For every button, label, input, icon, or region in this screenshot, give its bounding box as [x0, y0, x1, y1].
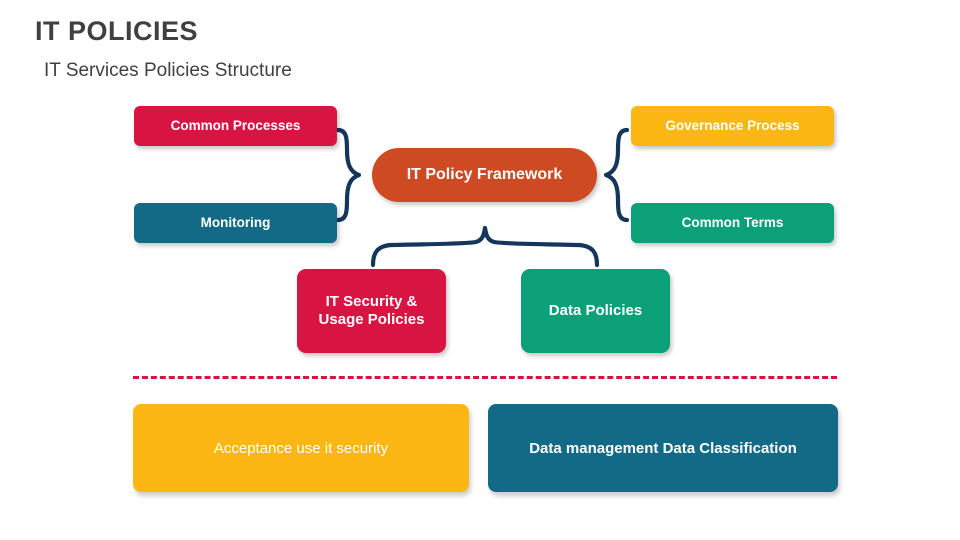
banner-data-management-classification[interactable]: Data management Data Classification	[488, 404, 838, 492]
node-common-processes[interactable]: Common Processes	[134, 106, 337, 146]
node-governance-process[interactable]: Governance Process	[631, 106, 834, 146]
brace-left-icon	[335, 127, 362, 223]
node-monitoring[interactable]: Monitoring	[134, 203, 337, 243]
node-it-policy-framework[interactable]: IT Policy Framework	[372, 148, 597, 202]
node-common-terms[interactable]: Common Terms	[631, 203, 834, 243]
node-it-security-usage-policies[interactable]: IT Security & Usage Policies	[297, 269, 446, 353]
dashed-divider	[133, 376, 837, 379]
banner-acceptance-use-it-security[interactable]: Acceptance use it security	[133, 404, 469, 492]
brace-right-icon	[603, 127, 630, 223]
page-subtitle: IT Services Policies Structure	[44, 60, 292, 81]
node-it-security-line1: IT Security &	[325, 292, 418, 310]
node-it-security-label: IT Security & Usage Policies	[319, 293, 425, 330]
node-it-security-line2: Usage Policies	[318, 311, 425, 328]
node-data-policies[interactable]: Data Policies	[521, 269, 670, 353]
page-title: IT POLICIES	[35, 16, 199, 46]
brace-bottom-icon	[370, 225, 600, 268]
